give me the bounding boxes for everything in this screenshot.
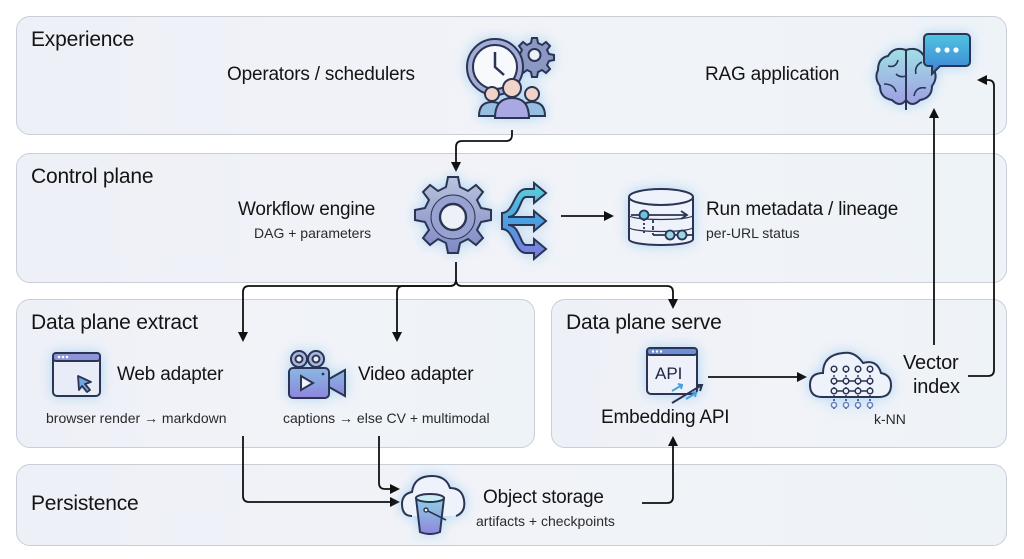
- layer-data-plane-serve: Data plane serve: [551, 299, 1007, 448]
- browser-cursor-icon: [52, 352, 102, 398]
- rag-application-label: RAG application: [705, 64, 840, 85]
- gear-branch-icon: [408, 173, 553, 263]
- vector-index-label-line1: Vector: [903, 352, 959, 374]
- layer-control-plane: Control plane: [16, 153, 1007, 283]
- cloud-bucket-icon: [400, 474, 466, 536]
- layer-persistence: Persistence: [16, 464, 1007, 546]
- layer-title-data-plane-serve: Data plane serve: [566, 311, 722, 334]
- api-window-icon: API: [646, 347, 706, 405]
- vector-index-label-line2: index: [913, 376, 960, 398]
- video-adapter-label: Video adapter: [358, 364, 474, 385]
- object-storage-label: Object storage: [483, 487, 604, 508]
- embedding-api-label: Embedding API: [601, 407, 730, 428]
- vector-index-sublabel: k-NN: [874, 411, 906, 427]
- database-lineage-icon: [627, 185, 697, 251]
- layer-title-control-plane: Control plane: [31, 165, 154, 188]
- run-metadata-sublabel: per-URL status: [706, 225, 800, 241]
- operators-schedulers-label: Operators / schedulers: [227, 64, 415, 85]
- layer-title-experience: Experience: [31, 28, 135, 51]
- video-adapter-sublabel: captions → else CV + multimodal: [283, 410, 490, 426]
- layer-title-persistence: Persistence: [31, 492, 139, 515]
- brain-chat-icon: [872, 32, 972, 117]
- workflow-engine-sublabel: DAG + parameters: [254, 225, 372, 241]
- run-metadata-lineage-label: Run metadata / lineage: [706, 199, 899, 220]
- workflow-engine-label: Workflow engine: [238, 199, 376, 220]
- web-adapter-label: Web adapter: [117, 364, 224, 385]
- clock-gear-people-icon: [462, 30, 562, 120]
- svg-text:API: API: [655, 364, 682, 383]
- cloud-vector-grid-icon: [808, 343, 894, 413]
- layer-title-data-plane-extract: Data plane extract: [31, 311, 198, 334]
- object-storage-sublabel: artifacts + checkpoints: [476, 513, 615, 529]
- web-adapter-sublabel: browser render → markdown: [46, 410, 227, 426]
- video-camera-icon: [287, 349, 349, 401]
